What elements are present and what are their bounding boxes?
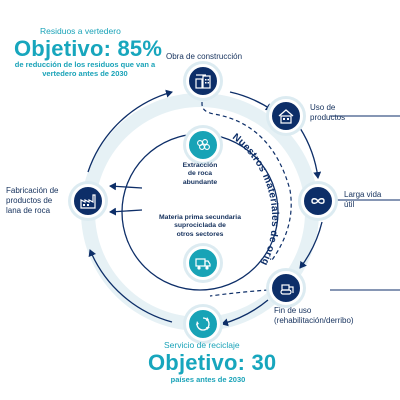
top-goal-label: Residuos a vertedero: [40, 26, 121, 36]
step-manufacture-line: lana de roca: [6, 206, 51, 215]
recycle-icon: [196, 317, 210, 331]
rock-icon: [197, 139, 210, 150]
center-secondary-line: Materia prima secundaria: [159, 214, 241, 221]
step-end-of-use-label: Fin de uso (rehabilitación/derribo): [274, 306, 354, 326]
node-manufacture: [71, 184, 105, 218]
infinity-icon: [311, 198, 325, 204]
center-extraction-line: Extracción: [182, 162, 218, 169]
bottom-goal-label: Servicio de reciclaje: [164, 340, 240, 350]
center-extraction-line: abundante: [182, 178, 218, 186]
top-goal-subtitle-line: vertedero antes de 2030: [42, 69, 128, 78]
factory-icon: [80, 194, 96, 209]
step-long-life-line: Larga vida: [344, 190, 382, 199]
center-extraction-label: Extracción de roca abundante: [160, 162, 240, 187]
center-secondary-line: otros sectores: [176, 230, 224, 238]
bottom-goal-subtitle: países antes de 2030: [170, 375, 246, 384]
truck-icon: [195, 258, 211, 270]
step-use-label: Uso de productos: [310, 103, 345, 123]
node-long-life: [301, 184, 335, 218]
top-goal-headline: Objetivo: 85%: [14, 36, 163, 61]
center-secondary-line: suprociclada de: [174, 222, 226, 230]
step-use-line: Uso de: [310, 103, 336, 112]
center-extraction-line: de roca: [187, 170, 213, 178]
step-end-of-use-line: (rehabilitación/derribo): [274, 316, 354, 325]
bottom-goal-headline: Objetivo: 30: [148, 350, 277, 375]
node-construction: [186, 64, 220, 98]
step-manufacture-line: Fabricación de: [6, 186, 59, 195]
top-goal-subtitle: de reducción de los residuos que van a v…: [0, 60, 170, 78]
step-construction-label: Obra de construcción: [166, 52, 243, 61]
step-manufacture-label: Fabricación de productos de lana de roca: [6, 186, 58, 216]
step-long-life-label: Larga vida útil: [344, 190, 381, 210]
step-manufacture-line: productos de: [6, 196, 53, 205]
bulldozer-icon: [280, 284, 294, 295]
top-goal-subtitle-line: de reducción de los residuos que van a: [14, 60, 156, 69]
node-secondary: [186, 246, 220, 280]
building-crane-icon: [195, 74, 211, 89]
node-end-of-use: [269, 271, 303, 305]
node-extraction: [186, 128, 220, 162]
step-long-life-line: útil: [344, 200, 355, 209]
node-use: [269, 99, 303, 133]
node-recycling: [186, 307, 220, 341]
center-secondary-label: Materia prima secundaria suprociclada de…: [148, 214, 252, 239]
step-use-line: productos: [310, 113, 346, 122]
step-end-of-use-line: Fin de uso: [274, 306, 312, 315]
house-icon: [278, 109, 294, 124]
